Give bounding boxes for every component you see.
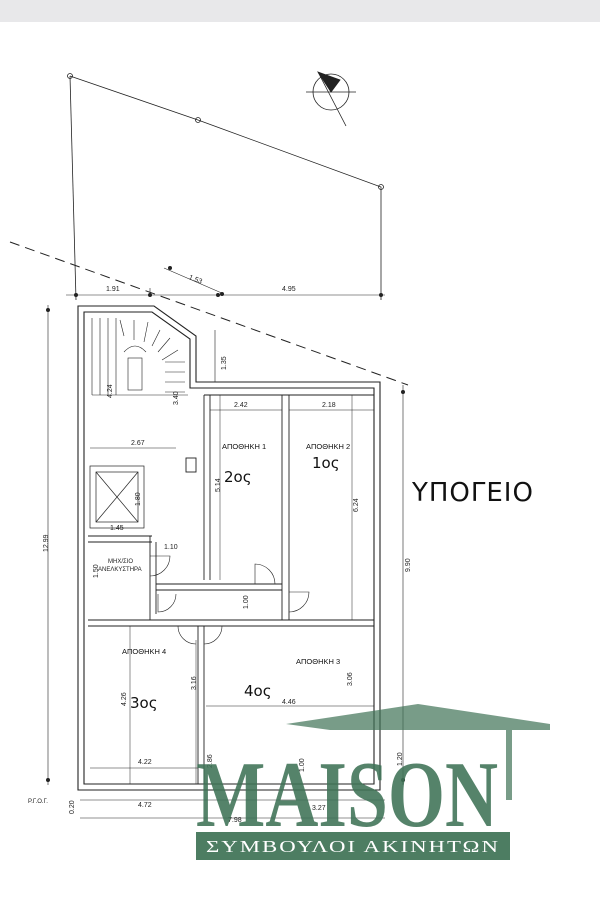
room1-label: ΑΠΟΘΗΚΗ 1 (222, 442, 266, 451)
dim-room4-depth: 4.26 (121, 692, 128, 706)
dimension-lines (47, 267, 404, 819)
room2-note: 1ος (312, 454, 340, 472)
dim-room2-depth: 6.24 (353, 498, 360, 512)
dim-right-bottom: 1.20 (397, 752, 404, 766)
dim-diagonal: 1.53 (188, 274, 203, 286)
dim-stair-height: 4.24 (107, 384, 114, 398)
dim-bottom-left: 4.72 (138, 802, 152, 809)
exterior-walls (77, 305, 381, 791)
interior-walls (88, 394, 374, 784)
dim-bottom-right: 3.27 (312, 805, 326, 812)
dim-room3-depth: 3.06 (347, 672, 354, 686)
dim-room2-width: 2.18 (322, 402, 336, 409)
room4-label: ΑΠΟΘΗΚΗ 4 (122, 647, 166, 656)
dim-elevator-width: 1.45 (110, 525, 124, 532)
ground-reference-label: Ρ.Γ.Ο.Γ. (28, 799, 48, 805)
machine-room-label-2: ΑΝΕΛΚΥΣΤΗΡΑ (98, 567, 142, 573)
staircase (91, 318, 188, 396)
dim-room4-width: 4.22 (138, 759, 152, 766)
logo-subtitle: ΣΥΜΒΟΥΛΟΙ ΑΚΙΝΗΤΩΝ (206, 837, 500, 856)
room3-label: ΑΠΟΘΗΚΗ 3 (296, 657, 340, 666)
dimension-ticks (46, 266, 405, 782)
roof-icon (286, 704, 550, 800)
dim-machine-room: 1.50 (93, 564, 100, 578)
dim-right-depth: 9.90 (405, 558, 412, 572)
room3-note: 4ος (244, 682, 272, 700)
dim-room1-width: 2.42 (234, 402, 248, 409)
dim-bottom-wall: 2.86 (207, 754, 214, 768)
screenshot-top-bar (0, 0, 600, 22)
dim-top-left: 1.91 (106, 286, 120, 293)
dim-bottom-total: 7.98 (228, 817, 242, 824)
dim-top-right: 4.95 (282, 286, 296, 293)
dim-room3-width: 4.46 (282, 699, 296, 706)
dim-corridor: 1.10 (164, 544, 178, 551)
north-arrow-icon (306, 71, 356, 127)
interior-dimension-lines (90, 395, 374, 784)
room1-note: 2ος (224, 468, 252, 486)
machine-room-label-1: ΜΗΧ/ΣΙΟ (108, 559, 133, 565)
dim-stair-depth: 3.40 (173, 391, 180, 405)
dim-total-depth: 12.99 (43, 534, 50, 552)
dim-landing: 2.67 (131, 440, 145, 447)
floor-title: ΥΠΟΓΕΙΟ (411, 478, 534, 508)
dim-corridor-width: 1.00 (243, 595, 250, 609)
logo-wordmark: MAISON (196, 743, 498, 847)
dim-setback: 1.35 (221, 356, 228, 370)
dim-room4-partial: 3.16 (191, 676, 198, 690)
room2-label: ΑΠΟΘΗΚΗ 2 (306, 442, 350, 451)
elevator-shaft (89, 465, 145, 529)
logo-subtitle-bar (196, 832, 510, 860)
setback-line (9, 241, 409, 386)
plot-boundary (67, 73, 384, 301)
dim-bottom-wall-2: 1.00 (299, 758, 306, 772)
dim-ground-offset: 0.20 (69, 800, 76, 814)
doors (149, 555, 310, 645)
room4-note: 3ος (130, 694, 158, 712)
maison-logo: MAISON ΣΥΜΒΟΥΛΟΙ ΑΚΙΝΗΤΩΝ (196, 704, 550, 860)
dim-elevator-depth: 1.80 (135, 492, 142, 506)
dim-room1-depth: 5.14 (215, 478, 222, 492)
